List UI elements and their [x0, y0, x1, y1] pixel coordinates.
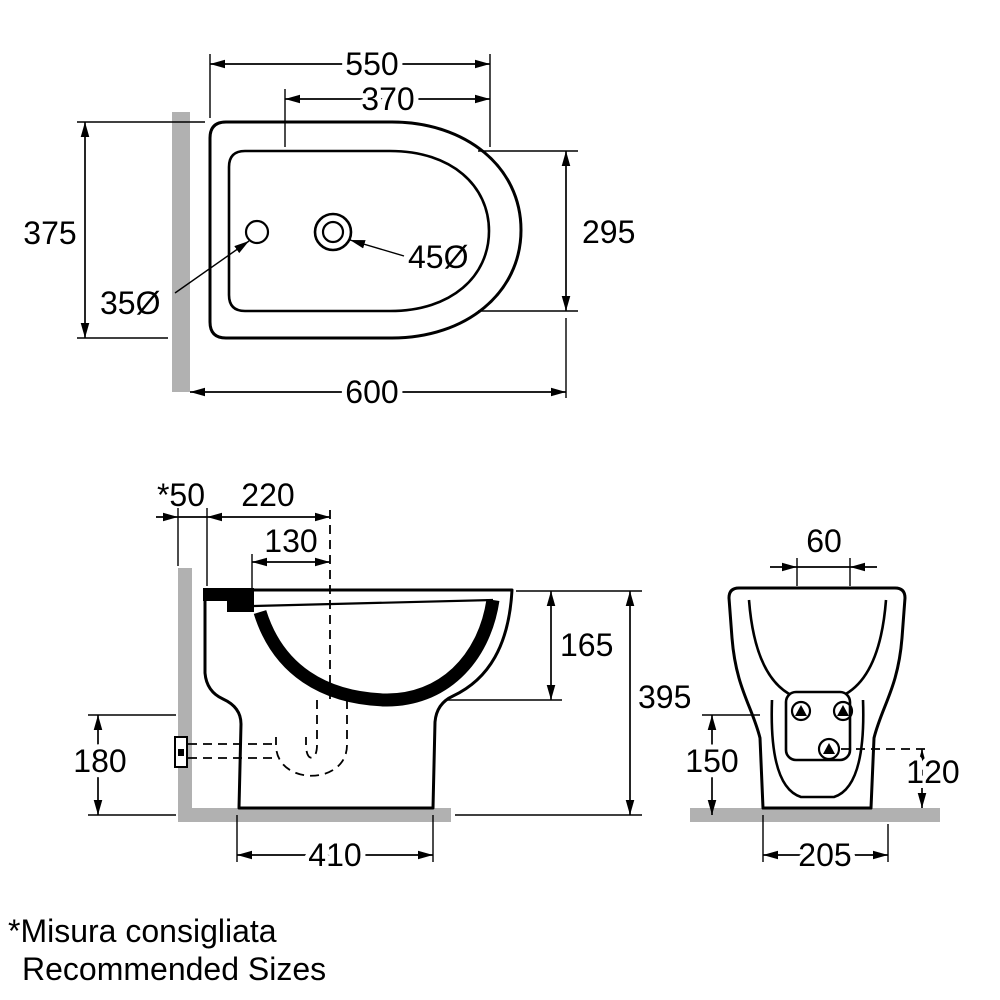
dimension-label: 295 [582, 214, 635, 250]
tap-hole-label: 45Ø [408, 239, 468, 275]
bidet-inner-rim [227, 149, 491, 313]
dimension-205: 205 [762, 815, 889, 878]
fixing-point-right [832, 700, 854, 722]
dimension-label: 130 [264, 523, 317, 559]
drain-point-mark [823, 743, 835, 754]
tap-hole-outer [313, 212, 353, 252]
dimension-label: 370 [361, 81, 414, 117]
wall-section [172, 112, 190, 392]
floor-section [690, 808, 940, 822]
callout-fixing-hole: 35Ø [100, 240, 250, 321]
side-view: *50 220 130 165 395 180 [68, 477, 691, 878]
rear-view: 60 150 120 205 [680, 523, 965, 878]
extension-line [88, 714, 176, 816]
drain-point [817, 737, 841, 761]
dimension-label: 120 [906, 754, 959, 790]
note-english: Recommended Sizes [22, 951, 326, 987]
siphon-trap-hidden [188, 700, 348, 777]
leader-line [174, 240, 250, 294]
dimension-550: 550 [209, 41, 491, 147]
bowl-section-band [253, 598, 500, 707]
dimension-label: 60 [806, 523, 842, 559]
dimension-label: 410 [308, 837, 361, 873]
dimension-label: 375 [23, 215, 76, 251]
dimension-label: 550 [345, 46, 398, 82]
wall-drain-mark [178, 749, 184, 756]
dimension-label: 600 [345, 374, 398, 410]
dimension-label: 220 [241, 477, 294, 513]
dimension-label: 165 [560, 627, 613, 663]
dimension-220: 220 [207, 477, 330, 522]
rear-pedestal-inner [770, 699, 865, 799]
footer-notes: *Misura consigliata Recommended Sizes [8, 913, 326, 987]
dimension-label: 150 [685, 743, 738, 779]
dimension-375: 375 [23, 121, 205, 339]
extension-line [796, 558, 851, 586]
dimension-395: 395 [455, 591, 691, 816]
leader-line [349, 239, 405, 257]
floor-section [185, 808, 451, 822]
dimension-130: 130 [251, 523, 330, 588]
fixing-point-left-mark [795, 705, 807, 716]
dimension-150: 150 [680, 714, 760, 815]
bidet-outer-outline [208, 120, 523, 340]
fixing-point-left [790, 700, 812, 722]
dimension-600: 600 [190, 318, 567, 415]
callout-tap-hole: 45Ø [349, 239, 468, 275]
fixing-hole-label: 35Ø [100, 285, 160, 321]
dimension-410: 410 [236, 815, 434, 878]
fixing-hole [244, 219, 270, 245]
dimension-label: 395 [638, 679, 691, 715]
dimension-label: 205 [798, 837, 851, 873]
rim-inner-edge [253, 598, 494, 608]
wall-section [178, 568, 192, 822]
fixing-point-right-mark [837, 705, 849, 716]
tap-hole-inner [321, 220, 345, 244]
extension-line [478, 150, 578, 312]
dimension-label: *50 [157, 477, 205, 513]
dimension-label: 180 [73, 743, 126, 779]
extension-line [77, 121, 205, 339]
dimension-370: 370 [284, 76, 490, 147]
dimension-295: 295 [478, 150, 635, 312]
dimension-180: 180 [68, 714, 176, 816]
top-view: 550 370 375 295 600 45Ø [23, 41, 635, 415]
dimension-60: 60 [770, 523, 877, 586]
dimension-120: 120 [901, 749, 965, 808]
note-italian: *Misura consigliata [8, 913, 277, 949]
dimension-165: 165 [445, 590, 642, 701]
dimension-50-recommended: *50 [156, 477, 208, 586]
rim-section-cut [203, 588, 254, 612]
extension-line [445, 590, 642, 701]
